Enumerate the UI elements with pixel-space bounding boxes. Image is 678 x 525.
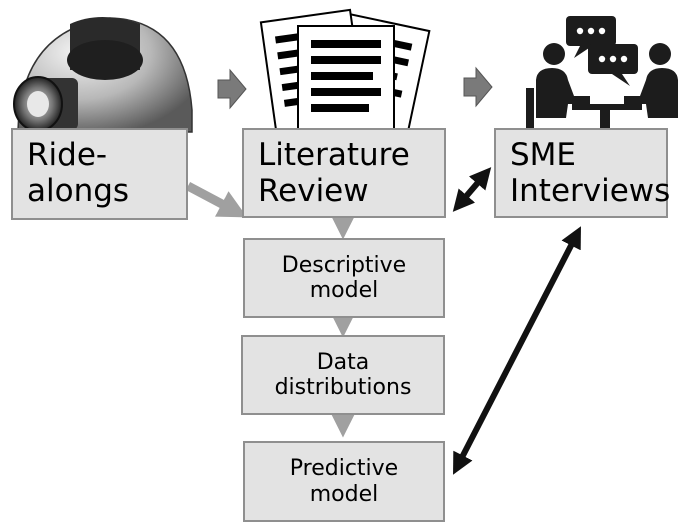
literature-review-label-line2: Review [258,172,369,209]
data-distributions-label-line1: Data [316,349,370,375]
arrow-icon-left [217,68,247,110]
arrow-icon-right [463,66,493,108]
descriptive-model-box: Descriptive model [243,238,445,318]
sme-interviews-label-line2: Interviews [510,172,671,209]
descriptive-model-label-line1: Descriptive [281,252,407,278]
literature-review-box: Literature Review [242,128,446,218]
predictive-model-box: Predictive model [243,441,445,522]
ride-alongs-label-line1: Ride- [27,137,108,173]
sme-interviews-label-line1: SME [510,137,577,173]
sme-interviews-box: SME Interviews [494,128,671,218]
ride-alongs-label-line2: alongs [27,172,130,209]
meeting-icon [526,16,678,130]
ride-alongs-box: Ride- alongs [11,128,188,220]
miner-helmet-icon [13,17,193,133]
arrow-litreview-sme-bidirectional [452,167,492,212]
literature-review-label-line1: Literature [258,137,410,173]
data-distributions-box: Data distributions [241,335,445,415]
descriptive-model-label-line2: model [309,278,379,303]
documents-icon [259,8,431,148]
predictive-model-label-line1: Predictive [289,456,399,482]
arrow-ridealongs-to-litreview [185,182,248,218]
predictive-model-label-line2: model [309,481,379,507]
arrow-predictive-sme-bidirectional [453,226,581,475]
data-distributions-label-line2: distributions [274,375,412,400]
